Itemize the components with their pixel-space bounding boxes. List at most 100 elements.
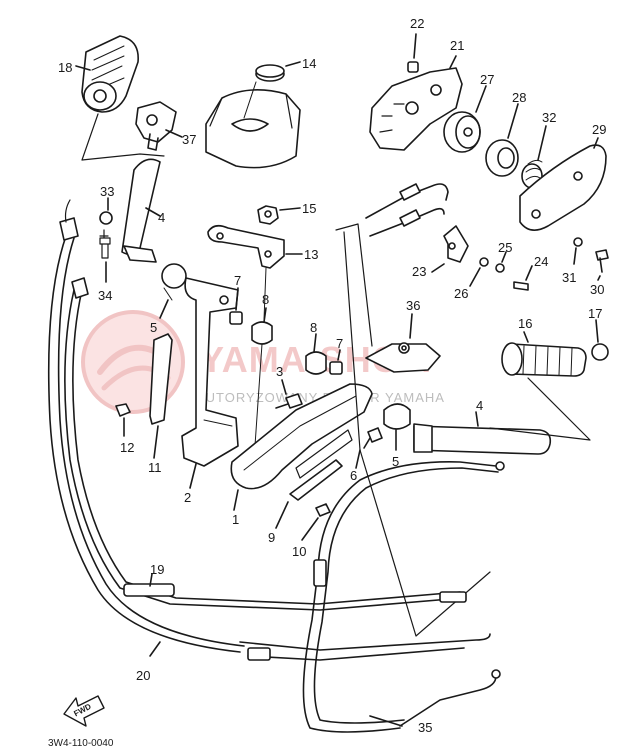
leader-24 — [525, 265, 533, 281]
callout-21: 21 — [450, 38, 464, 53]
callout-5-right: 5 — [392, 454, 399, 469]
callout-27: 27 — [480, 72, 494, 87]
routing-line-2 — [343, 231, 491, 637]
part-small-screw-33 — [99, 211, 113, 241]
leader-26 — [469, 267, 481, 287]
callout-6: 6 — [350, 468, 357, 483]
callout-28: 28 — [512, 90, 526, 105]
callout-20: 20 — [136, 668, 150, 683]
part-collar-5b — [383, 403, 411, 430]
callout-7-right: 7 — [336, 336, 343, 351]
part-rubber-8b — [305, 351, 327, 375]
part-holder-left-2 — [181, 277, 239, 467]
cable-throttle-upper-2 — [369, 207, 445, 237]
callout-29: 29 — [592, 122, 606, 137]
leader-23 — [431, 263, 445, 273]
leader-9 — [275, 501, 289, 529]
leader-36 — [409, 313, 413, 339]
part-screw-30 — [595, 249, 609, 273]
cable-throttle-upper-1 — [365, 183, 449, 219]
leader-25 — [501, 251, 507, 263]
callout-4-right: 4 — [476, 398, 483, 413]
callout-17: 17 — [588, 306, 602, 321]
callout-18: 18 — [58, 60, 72, 75]
leader-2 — [189, 463, 197, 489]
callout-4-left: 4 — [158, 210, 165, 225]
leader-3 — [281, 379, 287, 395]
leader-18 — [75, 65, 91, 71]
part-screw-24 — [513, 281, 529, 291]
part-handle-tube-left — [121, 158, 161, 263]
leader-7b — [337, 349, 341, 361]
part-plate-11 — [149, 333, 173, 425]
leader-5a — [159, 299, 169, 319]
leader-30 — [597, 275, 601, 281]
callout-26: 26 — [454, 286, 468, 301]
callout-15: 15 — [302, 201, 316, 216]
part-cable-guide-36 — [365, 342, 441, 373]
callout-34: 34 — [98, 288, 112, 303]
leader-14 — [285, 61, 301, 67]
cable-throttle-35 — [302, 461, 505, 733]
part-bolt-6 — [363, 427, 383, 449]
part-bolt-12 — [115, 403, 131, 417]
part-switch-22 — [407, 61, 419, 73]
callout-12: 12 — [120, 440, 134, 455]
part-lever-23 — [443, 225, 469, 263]
callout-35: 35 — [418, 720, 432, 735]
callout-5-left: 5 — [150, 320, 157, 335]
part-washer-31 — [573, 237, 583, 247]
alignment-line-center — [253, 267, 267, 461]
callout-37: 37 — [182, 132, 196, 147]
callout-31: 31 — [562, 270, 576, 285]
callout-8-right: 8 — [310, 320, 317, 335]
leader-bracket-left — [81, 113, 165, 161]
part-grip-right — [501, 342, 587, 377]
part-collar-7b — [329, 361, 343, 375]
part-collar-28 — [485, 139, 519, 177]
callout-25: 25 — [498, 240, 512, 255]
callout-11: 11 — [148, 460, 162, 475]
callout-14: 14 — [302, 56, 316, 71]
leader-4b — [475, 411, 479, 427]
part-throttle-bracket — [207, 224, 285, 269]
part-drum-27 — [443, 111, 481, 153]
callout-22: 22 — [410, 16, 424, 31]
part-switch-housing — [205, 64, 301, 169]
callout-23: 23 — [412, 264, 426, 279]
part-throttle-housing-21 — [369, 67, 463, 151]
leader-6 — [355, 449, 361, 469]
leader-22 — [413, 33, 417, 59]
leader-11 — [153, 425, 159, 459]
part-grip-left — [81, 35, 139, 113]
leader-10 — [301, 517, 319, 541]
figure-code: 3W4-110-0040 — [48, 738, 114, 747]
leader-35 — [369, 715, 403, 727]
leader-21 — [449, 55, 457, 69]
part-cover-29 — [519, 144, 607, 231]
cable-adjuster-2 — [399, 209, 421, 227]
callout-16: 16 — [518, 316, 532, 331]
leader-4a — [145, 207, 161, 217]
leader-37 — [165, 129, 183, 138]
callout-30: 30 — [590, 282, 604, 297]
leader-15 — [279, 207, 301, 211]
callout-labels: 18 37 14 33 4 15 13 34 7 8 5 8 7 3 12 11… — [58, 16, 606, 735]
fwd-arrow-icon: FWD — [63, 695, 105, 727]
leader-16 — [523, 331, 529, 343]
routing-line-1 — [335, 223, 373, 347]
callout-32: 32 — [542, 110, 556, 125]
leader-29 — [593, 137, 599, 149]
leader-31 — [573, 247, 577, 265]
part-nut-15 — [257, 205, 279, 225]
callout-10: 10 — [292, 544, 306, 559]
callout-1: 1 — [232, 512, 239, 527]
part-washer-26 — [479, 257, 489, 267]
callout-24: 24 — [534, 254, 548, 269]
callout-36: 36 — [406, 298, 420, 313]
cable-adjuster-1 — [399, 183, 421, 201]
callout-2: 2 — [184, 490, 191, 505]
part-bolt-3 — [275, 393, 303, 409]
part-bolt-10 — [315, 503, 331, 517]
